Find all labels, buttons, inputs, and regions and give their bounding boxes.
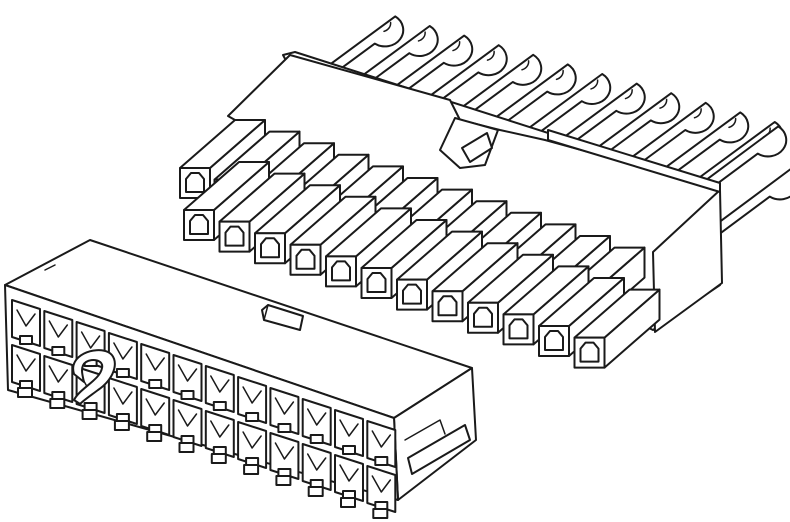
terminal-opening (331, 260, 351, 282)
cavity (140, 388, 171, 436)
cavity (107, 377, 138, 425)
cavity (237, 376, 268, 424)
wire (698, 168, 790, 250)
cavity-bottom-tab (210, 453, 227, 464)
cavity (269, 387, 300, 435)
terminal-opening (544, 330, 564, 351)
cavity-bottom-tab (178, 442, 195, 453)
cavity (334, 409, 364, 457)
cavity-bottom-tab (49, 398, 66, 409)
receptacle-connector (4, 239, 477, 519)
cavity (11, 299, 41, 347)
terminal-opening (437, 295, 458, 317)
receptacle-loop (72, 349, 116, 405)
cavity-bottom-tab (340, 497, 356, 508)
cavity-bottom-tab (17, 387, 33, 398)
receptacle-latch-block (261, 304, 304, 331)
terminal-opening (224, 225, 245, 247)
cavity (172, 399, 203, 447)
cavity-bottom-tab (113, 420, 130, 431)
terminal-opening (260, 237, 280, 259)
cavity (366, 465, 397, 513)
terminal-opening (402, 283, 422, 305)
cavity-bottom-tab (146, 431, 163, 442)
cavity (11, 344, 41, 392)
cavity (366, 420, 397, 468)
cavity (140, 343, 171, 391)
cavity (204, 365, 235, 413)
cavity-bottom-tab (81, 409, 98, 420)
cavity (301, 398, 332, 446)
plug-pin-array (179, 119, 661, 369)
cavity-bottom-tab (372, 508, 389, 519)
cavity-bottom-tab (243, 464, 260, 475)
plug-rail-strip (547, 129, 721, 193)
terminal-opening (473, 306, 493, 328)
cavity (172, 354, 203, 402)
terminal-opening (295, 248, 316, 270)
cavity (334, 454, 364, 502)
cavity-bottom-tab (307, 486, 324, 497)
terminal-opening (579, 341, 600, 363)
cavity (43, 355, 74, 403)
cavity-bottom-tab (275, 475, 292, 486)
plug-latch-tab (461, 132, 493, 163)
cavity (204, 410, 235, 458)
pin-tower (573, 288, 661, 369)
plug-connector (179, 51, 723, 369)
terminal-opening (366, 272, 387, 293)
terminal-opening (189, 214, 209, 235)
cavity (301, 443, 332, 491)
cavity (237, 421, 268, 469)
terminal-opening (185, 172, 205, 193)
cavity (269, 432, 300, 480)
cavity (43, 310, 74, 358)
terminal-opening (508, 318, 529, 340)
receptacle-side-latch (407, 424, 471, 475)
